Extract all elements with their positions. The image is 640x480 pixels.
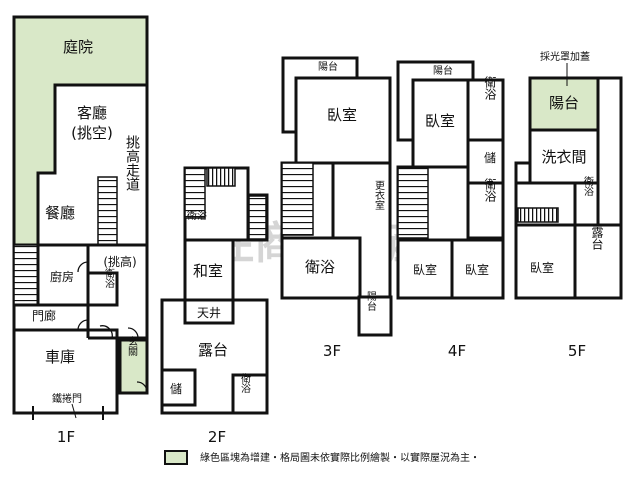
room-balcony-3f-bottom: 陽台 <box>365 291 377 312</box>
room-bedroom-4f-main: 臥室 <box>425 112 455 130</box>
room-bedroom-3f: 臥室 <box>327 106 357 124</box>
balcony-3f-bottom <box>357 295 393 337</box>
room-balcony-5f: 陽台 <box>549 94 579 112</box>
room-closet-3f: 更衣室 <box>373 180 385 210</box>
stairs-2f-c <box>248 195 267 240</box>
bedroom-3f <box>294 76 392 165</box>
room-bedroom-4f-right: 臥室 <box>465 262 489 277</box>
floor-4f: 陽台 臥室 衛浴 儲 衛浴 臥室 臥室 4F <box>396 60 505 360</box>
room-kitchen: 廚房 <box>50 269 74 284</box>
stairs-5f <box>517 207 559 223</box>
room-entrance: 玄關 <box>126 335 138 357</box>
room-bath-2f: 衛浴 <box>239 372 251 394</box>
room-dining: 餐廳 <box>45 204 75 222</box>
bedroom-4f-left <box>396 238 454 300</box>
stairs-4f <box>397 167 429 239</box>
room-high-ceiling: (挑高) <box>103 254 136 269</box>
floor-label-3f: 3F <box>323 342 341 360</box>
room-porch: 門廊 <box>32 308 56 323</box>
terrace-5f <box>573 223 623 300</box>
floor-label-2f: 2F <box>208 428 226 446</box>
room-bath-5f: 衛浴 <box>582 175 594 197</box>
room-terrace-2f: 露台 <box>198 341 228 359</box>
bath-room-2f <box>231 373 269 415</box>
floor-5f: 採光罩加蓋 陽台 洗衣間 衛浴 臥室 露台 5F <box>514 50 623 360</box>
bedroom-5f <box>514 223 577 300</box>
room-living-note: (挑空) <box>71 124 113 142</box>
room-laundry: 洗衣間 <box>541 148 586 166</box>
room-bedroom-5f: 臥室 <box>530 260 554 275</box>
bath-room-1f <box>86 271 119 307</box>
bath-room-3f <box>280 236 362 300</box>
stairs-1f <box>13 244 39 306</box>
room-bath-4f-2: 衛浴 <box>483 178 497 203</box>
stairs-dining <box>97 176 118 246</box>
floor-3f: 陽台 臥室 更衣室 衛浴 陽台 3F <box>280 56 393 360</box>
room-terrace-5f: 露台 <box>590 226 604 250</box>
label-shutter-door: 鐵捲門 <box>52 392 82 405</box>
room-bath-4f-1: 衛浴 <box>483 76 497 101</box>
stairs-3f <box>281 162 314 236</box>
room-garage: 車庫 <box>45 348 75 366</box>
garage-room <box>12 328 119 415</box>
room-bath-1f: 衛浴 <box>103 267 115 289</box>
room-tatami: 和室 <box>193 262 223 280</box>
bath-room-4f-2 <box>466 181 505 240</box>
legend-text: 綠色區塊為增建・格局圖未依實際比例繪製・以實際屋況為主・ <box>200 451 480 464</box>
room-storage-2f: 儲 <box>170 382 182 396</box>
room-bath-3f: 衛浴 <box>305 258 335 276</box>
stairs-2f-a <box>184 167 206 219</box>
storage-4f <box>466 138 505 185</box>
legend-swatch <box>164 450 188 465</box>
floor-2f: 衛浴 和室 天井 露台 儲 衛浴 2F <box>160 166 269 446</box>
floor-1f: 庭院 客廳 (挑空) 挑高走道 餐廳 廚房 (挑高) 衛浴 門廊 車庫 玄關 鐵… <box>12 15 149 446</box>
bedroom-4f-right <box>450 238 505 300</box>
room-bedroom-4f-left: 臥室 <box>413 262 437 277</box>
patio-room <box>183 298 235 325</box>
bedroom-4f-main <box>411 78 470 169</box>
floor-label-4f: 4F <box>448 342 466 360</box>
stairs-2f-b <box>206 167 236 187</box>
room-balcony-3f-top: 陽台 <box>318 60 338 73</box>
room-balcony-4f: 陽台 <box>433 64 453 77</box>
floor-label-1f: 1F <box>57 428 75 446</box>
note-skylight: 採光罩加蓋 <box>540 50 590 63</box>
room-garden: 庭院 <box>63 38 93 56</box>
storage-2f <box>160 368 197 407</box>
room-corridor: 挑高走道 <box>124 135 140 192</box>
room-patio: 天井 <box>197 306 221 320</box>
room-bath-2f-top: 衛浴 <box>187 209 207 222</box>
room-storage-4f: 儲 <box>484 151 496 165</box>
room-living: 客廳 <box>77 104 107 122</box>
floor-label-5f: 5F <box>568 342 586 360</box>
